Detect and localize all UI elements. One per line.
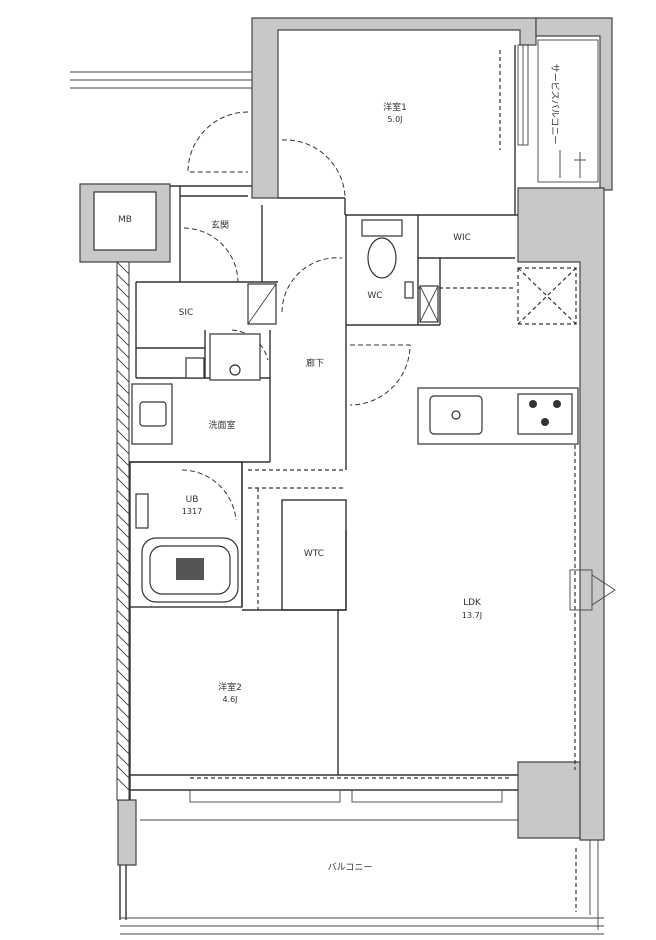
room-labels: 洋室1 5.0J 玄関 MB SIC WC WIC 廊下 洗面室 UB 1317… [118, 64, 560, 873]
dashed-lines [190, 50, 577, 779]
interior-walls [129, 45, 518, 800]
washer-pan-icon [209, 333, 261, 381]
bedroom2-name: 洋室2 [218, 681, 242, 693]
service-balcony-name: サービスバルコニー [549, 64, 560, 145]
wtc-name: WTC [304, 549, 324, 559]
bath-size: 1317 [182, 507, 202, 516]
toilet-name: WC [367, 291, 382, 301]
sink-drain [451, 410, 461, 420]
bathtub-icon [135, 493, 239, 603]
wall-pillar-bottom-left [117, 799, 137, 866]
washroom-cabinet [185, 357, 205, 379]
ldk-size: 13.7J [462, 611, 482, 620]
ldk-name: LDK [463, 598, 482, 608]
entrance-name: 玄関 [211, 219, 229, 231]
stove-icon [517, 393, 573, 435]
doors [181, 111, 411, 521]
bedroom2-size: 4.6J [222, 695, 237, 704]
left-hatched-wall [116, 261, 130, 801]
wall-right-main [517, 187, 605, 841]
bath-name: UB [186, 495, 199, 505]
washbasin-icon [131, 383, 173, 445]
main-balcony [119, 819, 604, 935]
bedroom1-name: 洋室1 [383, 101, 407, 113]
service-balcony-fixtures [559, 150, 586, 178]
wall-right-upper [535, 17, 613, 191]
mb-name: MB [118, 215, 132, 225]
wall-pillar-bottom-right [517, 761, 581, 839]
washroom-name: 洗面室 [208, 419, 235, 431]
windows [189, 44, 616, 803]
shaft-hall [247, 283, 277, 325]
upper-left-railing [70, 71, 252, 89]
shaft-wc [419, 285, 439, 323]
balcony-name: バルコニー [328, 862, 373, 873]
bedroom1-size: 5.0J [387, 115, 402, 124]
service-balcony-area [537, 39, 599, 183]
mb-inner [93, 191, 157, 251]
hallway-name: 廊下 [306, 357, 324, 369]
wic-upper-name: WIC [453, 233, 471, 243]
toilet-icon [361, 219, 414, 299]
sic-name: SIC [179, 308, 194, 318]
